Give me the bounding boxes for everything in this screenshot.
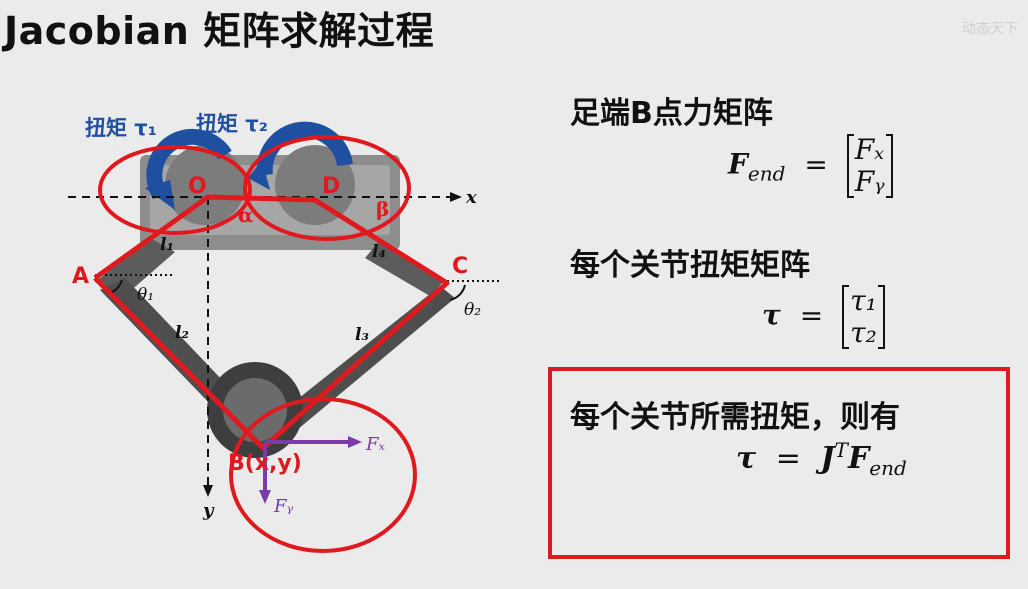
page-title: Jacobian 矩阵求解过程 xyxy=(4,9,435,53)
transpose-superscript: T xyxy=(834,438,848,462)
torque-vector-row-2: τ₂ xyxy=(850,316,877,350)
jacobian-equation: τ = JTFend xyxy=(736,438,907,480)
force-vector: Fₓ Fᵧ xyxy=(846,133,893,199)
torque-vector-row-1: τ₁ xyxy=(850,284,877,317)
y-axis-label: y xyxy=(202,500,215,521)
torque-label-1: 扭矩 τ₁ xyxy=(85,116,157,140)
point-A-label: A xyxy=(72,264,89,289)
torque-symbol: τ xyxy=(762,298,781,332)
torque-vector: τ₁ τ₂ xyxy=(842,284,885,350)
result-highlight-box xyxy=(548,367,1010,559)
jacobian-torque-symbol: τ xyxy=(736,441,757,476)
jacobian-symbol: J xyxy=(820,441,835,476)
watermark: 动态天下 xyxy=(962,21,1018,37)
l3-label: l₃ xyxy=(355,325,369,345)
point-D-label: D xyxy=(322,174,340,199)
force-arrows xyxy=(259,436,362,504)
torque-arrows xyxy=(145,121,353,210)
force-x-label: Fₓ xyxy=(365,434,385,455)
force-y-label: Fᵧ xyxy=(273,496,293,517)
point-C-label: C xyxy=(452,254,468,279)
force-symbol: F xyxy=(728,147,748,181)
l1-label: l₁ xyxy=(160,235,174,255)
torque-label-2: 扭矩 τ₂ xyxy=(196,112,268,136)
alpha-label: α xyxy=(238,203,253,227)
joint-torque-heading: 每个关节扭矩矩阵 xyxy=(570,248,810,283)
jacobian-force-symbol: F xyxy=(847,441,870,476)
force-subscript: end xyxy=(747,161,786,186)
force-equation: Fend = Fₓ Fᵧ xyxy=(728,133,893,199)
torque-equation: τ = τ₁ τ₂ xyxy=(762,284,885,350)
point-B-label: B(x,y) xyxy=(228,451,302,476)
highlight-ellipses xyxy=(98,135,417,553)
jacobian-force-subscript: end xyxy=(869,456,907,480)
theta1-label: θ₁ xyxy=(137,285,154,305)
foot-force-heading: 足端B点力矩阵 xyxy=(570,96,773,131)
force-vector-row-1: Fₓ xyxy=(854,133,885,166)
l4-label: l₄ xyxy=(372,242,386,262)
theta2-label: θ₂ xyxy=(464,300,481,320)
force-vector-row-2: Fᵧ xyxy=(854,165,885,199)
required-torque-heading: 每个关节所需扭矩，则有 xyxy=(570,400,900,435)
linkage xyxy=(93,194,450,451)
beta-label: β xyxy=(376,197,389,221)
x-axis-label: x xyxy=(465,187,477,208)
leg-diagram: 扭矩 τ₁ 扭矩 τ₂ O D A C B(x,y) α β x y l₁ l₂… xyxy=(68,112,500,553)
l2-label: l₂ xyxy=(175,323,189,343)
point-O-label: O xyxy=(188,174,207,199)
axes xyxy=(68,192,500,497)
